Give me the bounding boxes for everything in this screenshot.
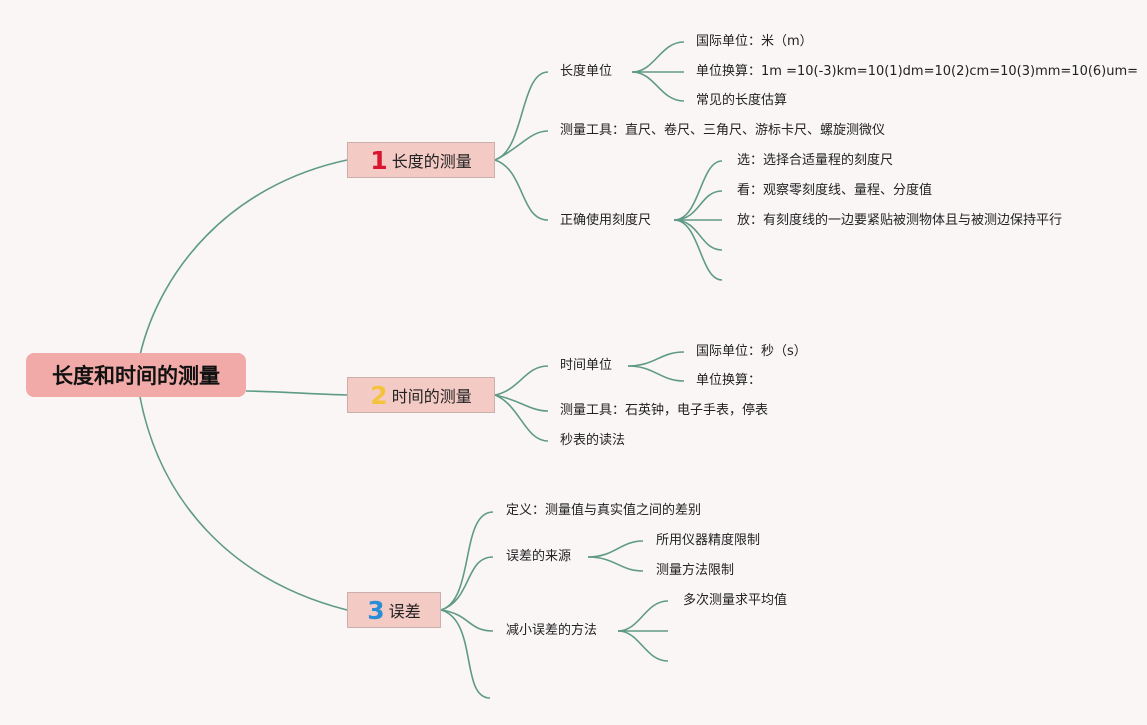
link-length-ruler [494,159,549,221]
node-length-conversion[interactable]: 单位换算：1m =10(-3)km=10(1)dm=10(2)cm=10(3)m… [696,64,1139,79]
node-error-reduce[interactable]: 减小误差的方法 [506,623,598,638]
node-length-si-unit[interactable]: 国际单位：米（m） [696,34,813,49]
node-time-conversion[interactable]: 单位换算： [696,373,762,388]
node-time-tools[interactable]: 测量工具：石英钟，电子手表，停表 [560,403,769,418]
link-reduce-average [617,600,669,632]
link-root-time [245,390,348,396]
node-length-tools[interactable]: 测量工具：直尺、卷尺、三角尺、游标卡尺、螺旋测微仪 [560,123,886,138]
branch-label: 长度的测量 [391,152,472,171]
node-ruler-place[interactable]: 放：有刻度线的一边要紧贴被测物体且与被测边保持平行 [737,213,1063,228]
link-reduce-empty-2 [617,630,669,662]
node-ruler-usage[interactable]: 正确使用刻度尺 [560,213,652,228]
root-title: 长度和时间的测量 [52,364,220,388]
link-length-unit [494,71,549,161]
link-source-instrument [587,540,644,558]
link-unit-si [631,41,685,73]
root-topic[interactable]: 长度和时间的测量 [26,353,246,397]
link-time-stopwatch [494,394,549,442]
branch-length-measurement[interactable]: 1 长度的测量 [347,142,495,178]
node-ruler-look[interactable]: 看：观察零刻度线、量程、分度值 [737,183,933,198]
link-tunit-si [627,351,685,367]
branch-number-2: 2 [370,380,388,410]
branch-error[interactable]: 3 误差 [347,592,441,628]
link-ruler-empty-2 [673,219,723,281]
node-ruler-choose[interactable]: 选：选择合适量程的刻度尺 [737,153,894,168]
node-length-unit[interactable]: 长度单位 [560,64,613,79]
node-source-instrument[interactable]: 所用仪器精度限制 [656,533,761,548]
link-error-reduce [440,609,494,632]
branch-number-3: 3 [367,595,385,625]
link-ruler-choose [673,160,723,221]
node-error-definition[interactable]: 定义：测量值与真实值之间的差别 [506,503,702,518]
link-time-tools [494,394,549,412]
node-error-source[interactable]: 误差的来源 [506,549,572,564]
link-unit-est [631,71,685,102]
link-root-error [139,396,348,611]
link-error-source [440,556,494,611]
node-reduce-average[interactable]: 多次测量求平均值 [683,593,788,608]
node-time-si-unit[interactable]: 国际单位：秒（s） [696,344,807,359]
branch-label: 误差 [388,602,421,621]
link-length-tools [494,130,549,161]
node-length-estimate[interactable]: 常见的长度估算 [696,93,788,108]
link-error-def [440,511,494,611]
node-stopwatch-reading[interactable]: 秒表的读法 [560,433,626,448]
branch-label: 时间的测量 [391,387,472,406]
link-source-method [587,556,644,572]
link-ruler-look [673,190,723,221]
branch-time-measurement[interactable]: 2 时间的测量 [347,377,495,413]
link-time-unit [494,365,549,396]
link-tunit-conv [627,365,685,382]
branch-number-1: 1 [370,145,388,175]
link-error-empty [440,609,491,699]
node-source-method[interactable]: 测量方法限制 [656,563,735,578]
link-root-length [139,159,348,356]
node-time-unit[interactable]: 时间单位 [560,358,613,373]
